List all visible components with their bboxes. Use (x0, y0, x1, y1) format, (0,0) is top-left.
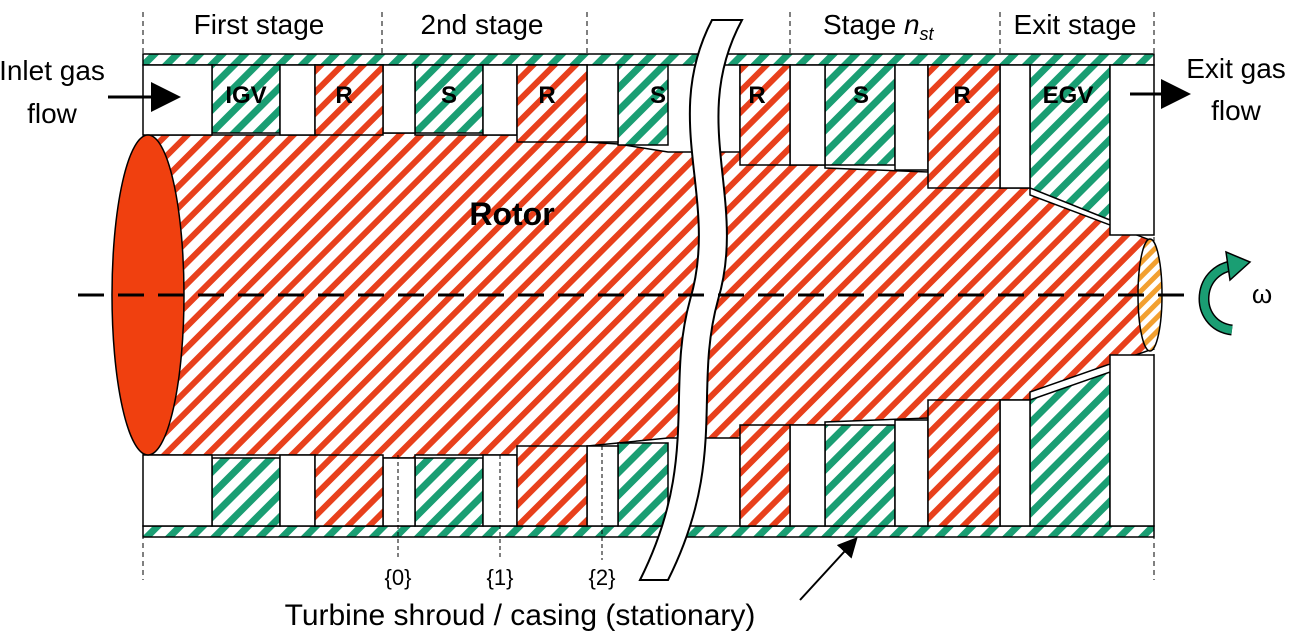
igv-top (211, 64, 281, 134)
casing-bottom (142, 525, 1155, 538)
passage-3-top (482, 64, 518, 136)
passage-6-bottom (894, 419, 929, 527)
label-first-stage: First stage (194, 9, 325, 40)
rotor-blade-3-top (739, 64, 791, 166)
passage-5-top (789, 64, 826, 166)
passage-1-top (279, 64, 316, 136)
blade-label-sn: S (853, 82, 869, 109)
blade-label-egv: EGV (1043, 82, 1094, 109)
passage-inlet-bottom (142, 454, 213, 527)
blade-label-rn: R (953, 82, 970, 109)
passage-inlet-top (142, 64, 213, 136)
passage-5-bottom (789, 424, 826, 527)
passage-7-bottom (999, 399, 1031, 527)
label-inlet-line1: Inlet gas (0, 55, 105, 86)
label-inlet-line2: flow (27, 98, 78, 129)
blade-label-s2: S (441, 82, 457, 109)
label-omega: ω (1252, 279, 1272, 309)
stator-n-top (824, 64, 896, 166)
stator-3-top (617, 64, 669, 146)
passage-4-bottom (586, 445, 619, 527)
passage-exit-top (1109, 64, 1155, 236)
blade-label-r2: R (538, 82, 555, 109)
passage-2-bottom (382, 457, 416, 527)
rotor-blade-n-bottom (927, 399, 1001, 527)
blade-label-r1: R (335, 82, 352, 109)
blade-label-igv: IGV (225, 82, 266, 109)
casing-pointer-arrow (799, 537, 858, 601)
rotor-blade-2-top (516, 64, 588, 143)
egv-bottom (1029, 370, 1111, 527)
rotor-blade-2-bottom (516, 445, 588, 527)
rotor-blade-1-top (314, 64, 384, 136)
passage-2-top (382, 64, 416, 134)
blade-row-labels: IGV R S R S R S R EGV (225, 82, 1093, 109)
stator-blades-bottom (211, 370, 1111, 527)
passage-exit-bottom (1109, 354, 1155, 527)
passage-6-top (894, 64, 929, 171)
rotor-blade-1-bottom (314, 454, 384, 527)
label-exit-stage: Exit stage (1014, 9, 1137, 40)
label-station-2: {2} (589, 565, 616, 590)
label-station-0: {0} (385, 565, 412, 590)
station-markers (397, 446, 603, 560)
casing-top (142, 53, 1155, 66)
rotor-blades (314, 64, 1001, 527)
axial-break (638, 19, 744, 581)
passage-4-top (586, 64, 619, 143)
label-rotor: Rotor (469, 196, 554, 232)
curved-arrow-icon (1198, 250, 1252, 336)
label-casing: Turbine shroud / casing (stationary) (285, 599, 756, 632)
passage-7-top (999, 64, 1031, 189)
stator-blades-top (211, 64, 1111, 222)
blade-label-r3: R (748, 82, 765, 109)
blade-label-s3: S (650, 82, 666, 109)
label-exit-line2: flow (1211, 95, 1262, 126)
passage-1-bottom (279, 454, 316, 527)
label-exit-line1: Exit gas (1186, 53, 1286, 84)
label-second-stage: 2nd stage (421, 9, 544, 40)
label-station-1: {1} (487, 565, 514, 590)
rotor-blade-n-top (927, 64, 1001, 189)
stator-2-bottom (414, 457, 484, 527)
stator-3-bottom (617, 442, 669, 527)
flow-passages (142, 64, 1155, 527)
stator-n-bottom (824, 424, 896, 527)
label-stage-n: Stage nst (823, 9, 935, 44)
igv-bottom (211, 457, 281, 527)
rotor-blade-3-bottom (739, 424, 791, 527)
